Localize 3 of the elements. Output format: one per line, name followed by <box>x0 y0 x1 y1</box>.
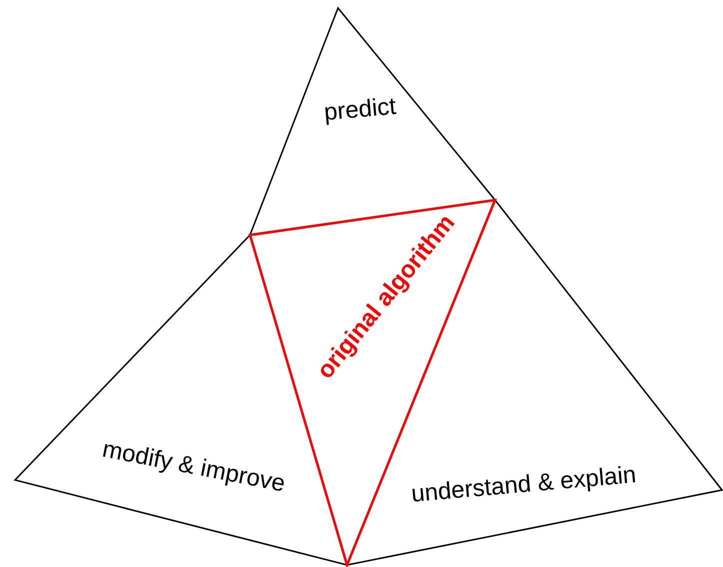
segment-label: modify & improve <box>100 436 287 498</box>
segment-label: predict <box>322 92 398 128</box>
segment-label: understand & explain <box>410 461 638 509</box>
